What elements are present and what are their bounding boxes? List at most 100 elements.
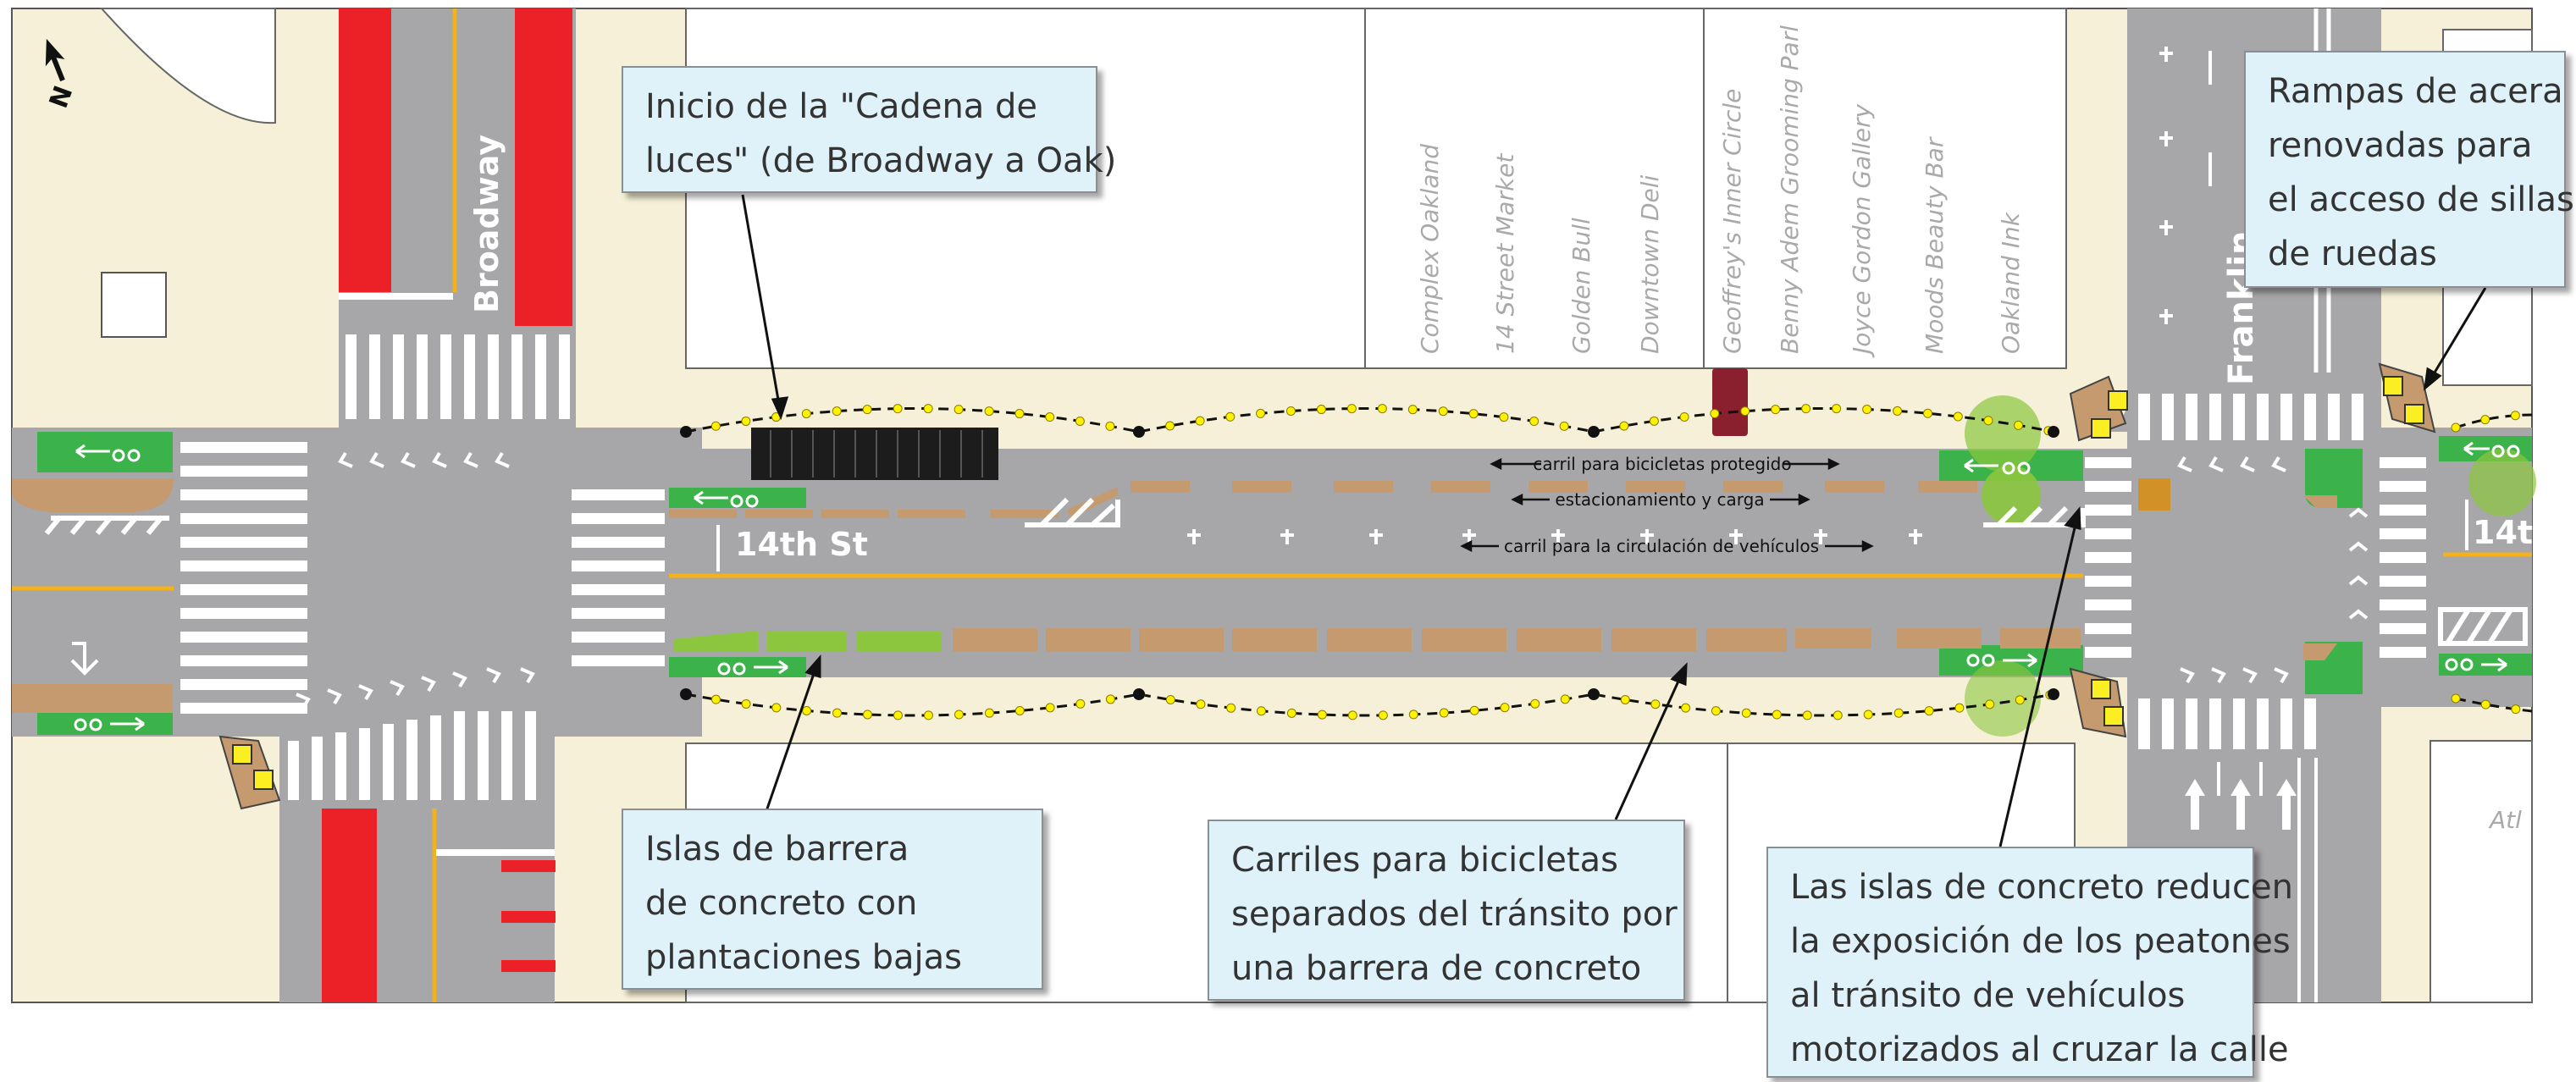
light-bulb: [1075, 698, 1086, 709]
callout-line: Rampas de acera: [2268, 72, 2563, 111]
street-atl: Atl: [2488, 806, 2522, 834]
light-bulb: [1378, 710, 1388, 720]
light-bulb: [923, 710, 933, 720]
light-pole: [1588, 688, 1600, 700]
light-bulb: [1045, 412, 1055, 422]
light-bulb: [1985, 699, 1995, 709]
light-bulb: [1225, 411, 1235, 422]
light-bulb: [741, 416, 751, 426]
light-bulb: [1681, 703, 1691, 713]
light-bulb: [1377, 404, 1387, 414]
center-lines: [12, 8, 2532, 1002]
callout-barrier-islands: Islas de barrera de concreto con plantac…: [622, 809, 1043, 990]
light-bulb: [1105, 694, 1115, 704]
light-bulb: [1863, 709, 1873, 720]
light-bulb: [1893, 406, 1903, 416]
light-bulb: [954, 709, 964, 720]
light-bulb: [1408, 709, 1418, 720]
light-bulb: [923, 404, 933, 414]
light-bulb: [1286, 708, 1296, 718]
callout-line: Islas de barrera: [645, 830, 909, 869]
callout-line: renovadas para: [2268, 126, 2533, 165]
lane-markings: [296, 47, 2468, 709]
light-bulb: [2480, 415, 2490, 425]
light-bulb: [801, 409, 811, 419]
light-bulb: [1256, 408, 1266, 418]
callout-line: plantaciones bajas: [645, 938, 963, 977]
light-bulb: [1014, 409, 1025, 419]
light-bulb: [1832, 710, 1843, 720]
callout-line: separados del tránsito por: [1231, 895, 1678, 934]
callout-line: Inicio de la "Cadena de: [645, 87, 1038, 126]
light-bulb: [2451, 693, 2461, 704]
light-bulb: [1317, 709, 1327, 720]
light-bulb: [1285, 406, 1296, 416]
light-bulb: [741, 698, 751, 709]
north-arrow: N: [44, 38, 79, 112]
callout-line: de concreto con: [645, 884, 918, 923]
light-bulb: [1619, 421, 1629, 431]
crosswalks: [180, 334, 2426, 800]
light-bulb: [1983, 416, 1993, 426]
light-bulb: [1801, 404, 1811, 414]
light-bulb: [1195, 416, 1205, 426]
business-name: Downtown Deli: [1636, 174, 1664, 354]
light-bulb: [1075, 416, 1085, 426]
light-bulb: [1347, 710, 1357, 720]
callout-line: la exposición de los peatones: [1790, 922, 2291, 961]
light-bulb: [893, 710, 903, 720]
callout-line: de ruedas: [2268, 235, 2437, 273]
light-bulb: [2480, 699, 2490, 709]
light-bulb: [710, 421, 721, 431]
light-bulb: [2014, 420, 2024, 430]
light-bulb: [832, 708, 843, 718]
light-bulb: [893, 404, 903, 414]
light-bulb: [1316, 405, 1326, 415]
light-bulb: [2510, 411, 2520, 421]
light-bulbs: [680, 404, 2521, 720]
street-14th: 14th St: [735, 526, 868, 563]
callout-string-lights: Inicio de la "Cadena de luces" (de Broad…: [622, 66, 1117, 193]
callout-line: una barrera de concreto: [1231, 949, 1642, 988]
light-bulb: [2451, 422, 2461, 433]
light-bulb: [1439, 708, 1449, 718]
business-name: Benny Adem Grooming Parl: [1776, 25, 1804, 354]
light-bulb: [1710, 409, 1720, 419]
light-bulb: [862, 405, 872, 415]
callout-line: luces" (de Broadway a Oak): [645, 141, 1117, 180]
light-pole: [1588, 426, 1600, 438]
light-pole: [680, 688, 692, 700]
light-bulb: [1165, 695, 1175, 705]
street-14th-east: 14t: [2473, 514, 2533, 551]
light-bulb: [1954, 703, 1965, 713]
callout-line: Carriles para bicicletas: [1231, 841, 1618, 880]
light-pole: [2048, 426, 2059, 438]
callout-curb-ramps: Rampas de acera renovadas para el acceso…: [2244, 51, 2574, 288]
light-bulb: [1922, 408, 1932, 418]
business-name: Golden Bull: [1567, 218, 1595, 354]
light-pole: [1133, 688, 1145, 700]
light-bulb: [2511, 704, 2521, 715]
callout-line: el acceso de sillas: [2268, 180, 2574, 219]
business-name: Geoffrey's Inner Circle: [1718, 89, 1746, 354]
planted-islands: [673, 395, 2536, 737]
light-bulb: [1832, 404, 1842, 414]
light-bulb: [1741, 708, 1751, 718]
light-bulb: [1649, 416, 1659, 426]
callout-line: Las islas de concreto reducen: [1790, 868, 2293, 907]
light-bulb: [1771, 405, 1781, 415]
light-bulb: [1953, 411, 1963, 422]
light-bulb: [1407, 405, 1418, 415]
light-bulb: [2015, 695, 2025, 705]
light-bulb: [1711, 706, 1721, 716]
light-bulb: [1257, 706, 1267, 716]
light-pole: [2048, 688, 2059, 700]
bus-lanes: [322, 8, 572, 1002]
light-bulb: [1500, 703, 1510, 713]
light-bulb: [1468, 409, 1479, 419]
business-names: Complex Oakland 14 Street Market Golden …: [1416, 25, 2025, 358]
light-bulb: [1196, 699, 1206, 709]
callout-line: al tránsito de vehículos: [1790, 976, 2186, 1015]
light-bulb: [1226, 703, 1236, 713]
